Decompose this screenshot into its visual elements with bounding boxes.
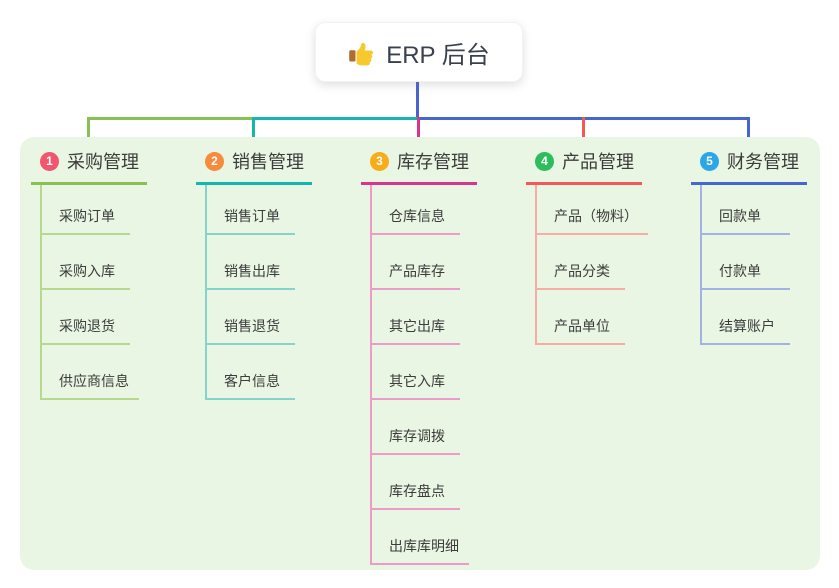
child-item[interactable]: 销售出库	[207, 235, 295, 290]
branch-column-3: 3 库存管理仓库信息产品库存其它出库其它入库库存调拨库存盘点出库库明细	[361, 148, 477, 565]
branch-header-3[interactable]: 3 库存管理	[361, 148, 477, 185]
branch-title: 财务管理	[727, 152, 799, 172]
child-item[interactable]: 其它出库	[372, 290, 460, 345]
branch-number-badge: 2	[205, 151, 224, 171]
child-item[interactable]: 仓库信息	[372, 185, 460, 235]
child-item[interactable]: 销售订单	[207, 185, 295, 235]
branch-number-badge: 3	[370, 151, 389, 171]
branch-3-drop-line	[417, 117, 420, 142]
child-item[interactable]: 销售退货	[207, 290, 295, 345]
branch-number-badge: 4	[535, 151, 554, 171]
branch-title: 采购管理	[67, 152, 139, 172]
child-item[interactable]: 产品库存	[372, 235, 460, 290]
child-item[interactable]: 回款单	[702, 185, 790, 235]
branch-number-badge: 5	[700, 151, 719, 171]
branch-5-drop-line	[747, 117, 750, 142]
child-item[interactable]: 采购订单	[42, 185, 130, 235]
branch-title: 库存管理	[397, 152, 469, 172]
root-connector-line	[416, 82, 419, 120]
branch-children: 产品（物料）产品分类产品单位	[535, 185, 648, 345]
child-item[interactable]: 客户信息	[207, 345, 295, 400]
branch-header-5[interactable]: 5 财务管理	[691, 148, 807, 185]
branch-2-drop-line	[252, 117, 255, 142]
root-node[interactable]: ERP 后台	[315, 22, 523, 82]
child-item[interactable]: 采购退货	[42, 290, 130, 345]
branches-panel	[20, 137, 820, 570]
child-item[interactable]: 产品单位	[537, 290, 625, 345]
child-item[interactable]: 其它入库	[372, 345, 460, 400]
branch-title: 销售管理	[232, 152, 304, 172]
child-item[interactable]: 付款单	[702, 235, 790, 290]
branch-column-4: 4 产品管理产品（物料）产品分类产品单位	[526, 148, 648, 345]
branch-children: 仓库信息产品库存其它出库其它入库库存调拨库存盘点出库库明细	[370, 185, 469, 565]
child-item[interactable]: 库存调拨	[372, 400, 460, 455]
branch-title: 产品管理	[562, 152, 634, 172]
branch-4-drop-line	[582, 117, 585, 142]
branch-column-5: 5 财务管理回款单付款单结算账户	[691, 148, 807, 345]
branch-column-2: 2 销售管理销售订单销售出库销售退货客户信息	[196, 148, 312, 400]
child-item[interactable]: 结算账户	[702, 290, 790, 345]
child-item[interactable]: 供应商信息	[42, 345, 139, 400]
branch-2-horizontal-line	[252, 117, 420, 120]
branch-children: 采购订单采购入库采购退货供应商信息	[40, 185, 139, 400]
branch-children: 销售订单销售出库销售退货客户信息	[205, 185, 295, 400]
child-item[interactable]: 产品分类	[537, 235, 625, 290]
child-item[interactable]: 产品（物料）	[537, 185, 648, 235]
branch-header-1[interactable]: 1 采购管理	[31, 148, 147, 185]
branch-children: 回款单付款单结算账户	[700, 185, 790, 345]
child-item[interactable]: 采购入库	[42, 235, 130, 290]
branch-number-badge: 1	[40, 151, 59, 171]
branch-header-4[interactable]: 4 产品管理	[526, 148, 642, 185]
child-item[interactable]: 库存盘点	[372, 455, 460, 510]
branch-column-1: 1 采购管理采购订单采购入库采购退货供应商信息	[31, 148, 147, 400]
child-item[interactable]: 出库库明细	[372, 510, 469, 565]
branch-1-horizontal-line	[87, 117, 255, 120]
branch-1-drop-line	[87, 117, 90, 142]
root-title: ERP 后台	[386, 41, 490, 69]
thumbs-up-icon	[348, 39, 375, 66]
branch-header-2[interactable]: 2 销售管理	[196, 148, 312, 185]
